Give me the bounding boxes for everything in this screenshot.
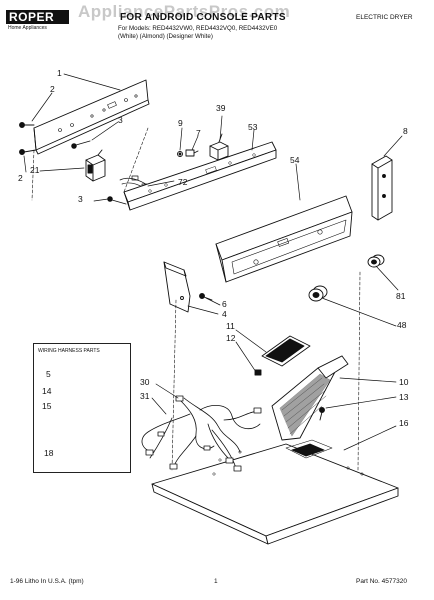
wiring-harness-30-31 (141, 395, 262, 472)
callout-81: 81 (396, 291, 406, 301)
lint-housing-10 (271, 355, 349, 441)
footer-page-number: 1 (214, 578, 218, 585)
callout-54: 54 (290, 155, 300, 165)
callout-2-lower: 2 (18, 173, 23, 183)
screw-6 (199, 293, 213, 301)
footer-part-number: Part No. 4577320 (356, 578, 407, 585)
models-line: For Models: RED4432VW0, RED4432VQ0, RED4… (118, 25, 278, 32)
callout-7: 7 (196, 128, 201, 138)
screw-3-lower (107, 196, 127, 205)
callout-31: 31 (140, 391, 150, 401)
callout-8: 8 (403, 126, 408, 136)
console-end-bracket-8 (371, 155, 393, 221)
clip-12 (254, 369, 262, 376)
knob-48 (308, 285, 328, 302)
callout-4: 4 (222, 309, 227, 319)
alignment-lines (31, 127, 361, 471)
callout-11: 11 (226, 321, 235, 331)
logo-text: ROPER (6, 10, 69, 24)
legend-callout-14: 14 (42, 386, 52, 396)
callout-10: 10 (399, 377, 409, 387)
screw-13 (319, 407, 325, 421)
timer-part (85, 149, 106, 182)
callout-3-lower: 3 (78, 194, 83, 204)
legend-callout-5: 5 (46, 369, 51, 379)
footer-litho: 1-96 Litho In U.S.A. (tpm) (10, 578, 84, 585)
legend-callout-15: 15 (42, 401, 52, 411)
callout-21: 21 (30, 165, 40, 175)
callout-39: 39 (216, 103, 226, 113)
callout-13: 13 (399, 392, 409, 402)
knob-clip-9 (177, 151, 183, 157)
console-frame-53 (123, 141, 277, 211)
watermark: AppliancePartsPros.com (78, 2, 291, 21)
callout-2-upper: 2 (50, 84, 55, 94)
callout-9: 9 (178, 118, 183, 128)
callout-6: 6 (222, 299, 227, 309)
callout-48: 48 (397, 320, 407, 330)
page-title: FOR ANDROID CONSOLE PARTS (120, 12, 286, 23)
callout-1: 1 (57, 68, 62, 78)
top-panel-16 (151, 439, 399, 545)
screw-2-lower (19, 149, 37, 155)
callout-72: 72 (178, 177, 188, 187)
logo-tagline: Home Appliances (8, 25, 47, 31)
callout-12: 12 (226, 333, 236, 343)
brand-logo: ROPER Home Appliances (6, 10, 70, 36)
console-side-bracket-4 (163, 261, 191, 313)
legend-title: WIRING HARNESS PARTS (38, 348, 100, 354)
callout-30: 30 (140, 377, 150, 387)
colors-line: (White) (Almond) (Designer White) (118, 33, 213, 40)
switch-7 (185, 149, 199, 157)
lint-screen-11 (261, 335, 311, 367)
screw-3-upper (71, 140, 91, 149)
console-panel-54 (215, 195, 353, 283)
backsplash-part (33, 79, 150, 155)
callout-16: 16 (399, 418, 409, 428)
callout-leader-lines (23, 73, 403, 451)
screw-2-upper (19, 122, 35, 128)
legend-callout-18: 18 (44, 448, 54, 458)
doc-type: ELECTRIC DRYER (356, 14, 413, 21)
push-to-start-switch-39 (209, 133, 229, 161)
knob-81 (367, 254, 385, 268)
callout-53: 53 (248, 122, 258, 132)
callout-3-upper: 3 (118, 115, 123, 125)
wiring-harness-parts-box: WIRING HARNESS PARTS 5 14 15 18 (33, 343, 131, 473)
